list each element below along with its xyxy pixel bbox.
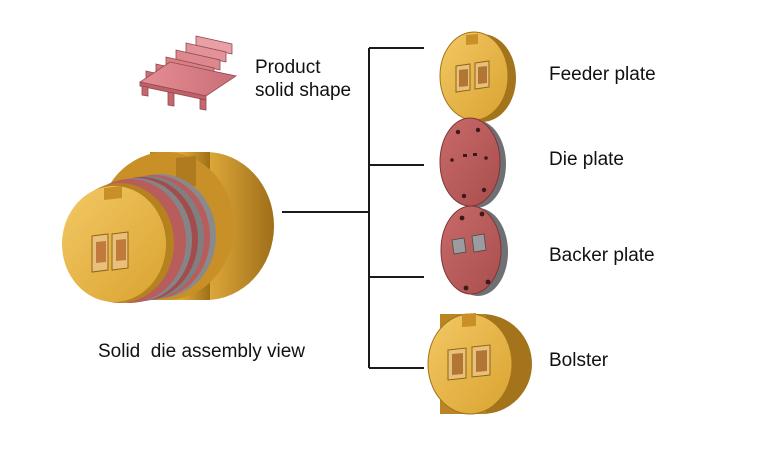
backer-plate-icon: [440, 205, 508, 296]
bolster-icon: [427, 313, 532, 415]
connector-lines: [282, 47, 424, 369]
bolster-label: Bolster: [549, 350, 609, 371]
die-assembly-label: Solid die assembly view: [98, 341, 305, 362]
die-assembly-icon: [62, 152, 274, 303]
product-solid-shape-label: Product solid shape: [255, 57, 352, 101]
feeder-plate-label: Feeder plate: [549, 64, 656, 85]
backer-plate-label: Backer plate: [549, 245, 655, 266]
feeder-plate-icon: [439, 31, 516, 122]
die-plate-label: Die plate: [549, 149, 624, 170]
die-plate-icon: [439, 117, 506, 208]
product-solid-shape-icon: [138, 35, 238, 111]
